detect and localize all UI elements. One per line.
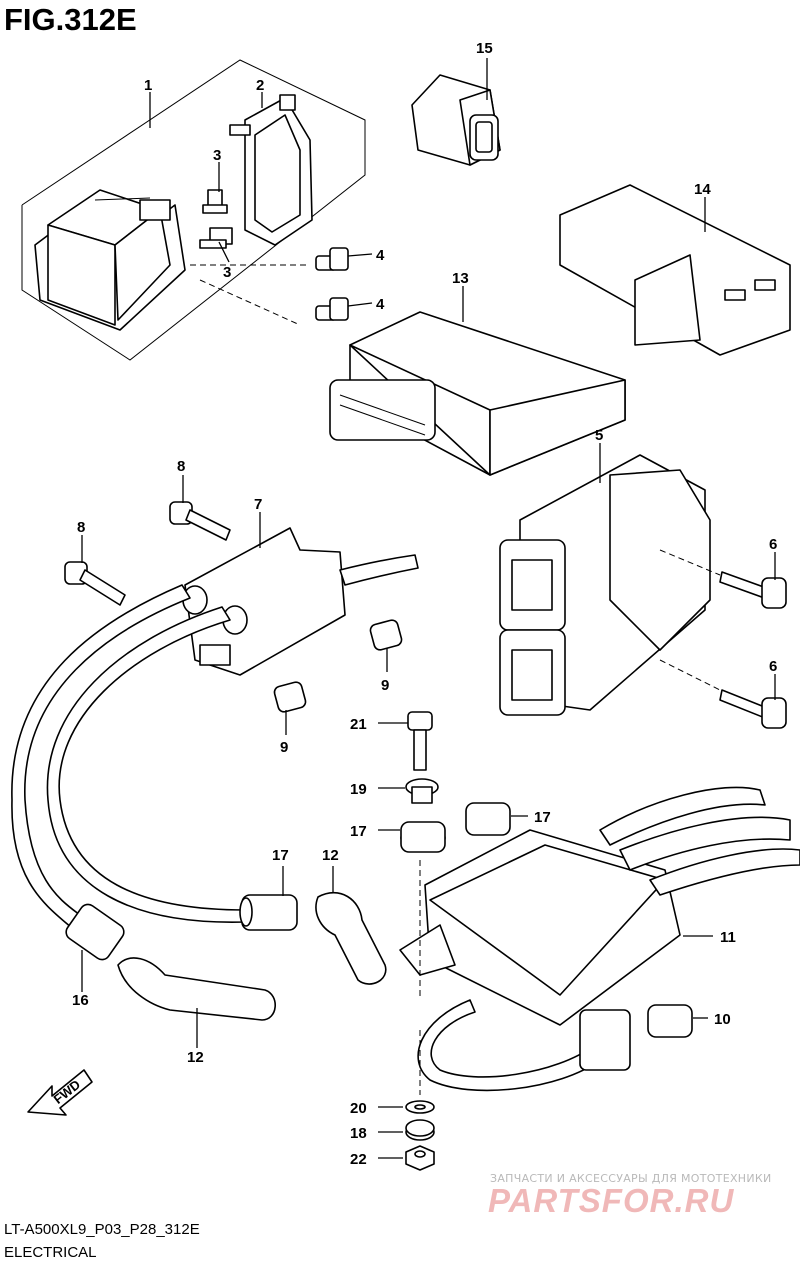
part-6-bolt-upper[interactable] <box>719 571 787 609</box>
part-22-nut[interactable] <box>405 1145 435 1171</box>
part-12-boot-left[interactable] <box>63 901 127 962</box>
callout-5: 5 <box>595 427 603 444</box>
section-label: ELECTRICAL <box>4 1244 97 1261</box>
callout-9: 9 <box>280 739 288 756</box>
callout-14: 14 <box>694 181 711 198</box>
part-17-grommet-upper[interactable] <box>400 821 446 853</box>
part-5-regulator[interactable] <box>499 454 711 716</box>
callout-7: 7 <box>254 496 262 513</box>
part-14-bracket[interactable] <box>559 184 791 356</box>
callout-6: 6 <box>769 658 777 675</box>
callout-2: 2 <box>256 77 264 94</box>
part-21-bolt[interactable] <box>407 711 433 771</box>
callout-17: 10 <box>714 1011 731 1028</box>
callout-3: 3 <box>213 147 221 164</box>
part-4-bolt-lower[interactable] <box>315 297 349 321</box>
part-2-cover[interactable] <box>229 94 313 246</box>
callout-9: 9 <box>381 677 389 694</box>
callout-12: 17 <box>272 847 289 864</box>
part-16-control-unit[interactable] <box>399 786 800 1092</box>
part-15-connector[interactable] <box>411 74 501 166</box>
part-12-boot-right[interactable] <box>239 894 298 931</box>
part-6-bolt-lower[interactable] <box>719 689 787 729</box>
part-3-fuse-lower[interactable] <box>199 227 233 249</box>
callout-8: 8 <box>77 519 85 536</box>
callout-3: 3 <box>223 264 231 281</box>
callout-17: 17 <box>534 809 551 826</box>
callout-17: 17 <box>350 823 367 840</box>
part-1-relay-box[interactable] <box>34 189 186 331</box>
part-18-washer[interactable] <box>405 1119 435 1141</box>
figure-title: FIG.312E <box>4 2 137 37</box>
part-13-ecm[interactable] <box>329 311 626 476</box>
watermark-logo: PARTSFOR.RU <box>488 1182 734 1219</box>
part-3-fuse-upper[interactable] <box>202 189 228 214</box>
callout-1: 1 <box>144 77 152 94</box>
part-20-washer[interactable] <box>405 1100 435 1114</box>
callout-4: 4 <box>376 247 385 264</box>
part-19-collar[interactable] <box>405 778 439 804</box>
callout-12: 16 <box>72 992 89 1009</box>
part-17-grommet-lower[interactable] <box>647 1004 693 1038</box>
figure-code: LT-A500XL9_P03_P28_312E <box>4 1221 200 1238</box>
callout-20: 20 <box>350 1100 367 1117</box>
fwd-arrow-icon: FWD <box>27 1069 93 1116</box>
callout-4: 4 <box>376 296 385 313</box>
callout-15: 15 <box>476 40 493 57</box>
watermark-tagline: ЗАПЧАСТИ И АКСЕССУАРЫ ДЛЯ МОТОТЕХНИКИ <box>490 1172 772 1185</box>
callout-11: 12 <box>322 847 339 864</box>
part-9-sleeve-right[interactable] <box>369 619 403 651</box>
callout-22: 22 <box>350 1151 367 1168</box>
callout-10: 12 <box>187 1049 204 1066</box>
callout-19: 19 <box>350 781 367 798</box>
part-9-sleeve-left[interactable] <box>273 681 307 713</box>
part-7-ignition-coil[interactable] <box>182 527 419 676</box>
leader-lines <box>81 58 776 1159</box>
part-17-grommet-right[interactable] <box>465 802 511 836</box>
part-8-bolt-upper[interactable] <box>169 501 231 541</box>
part-11-plug-cap[interactable] <box>315 891 387 985</box>
callout-6: 6 <box>769 536 777 553</box>
callout-18: 18 <box>350 1125 367 1142</box>
callout-13: 13 <box>452 270 469 287</box>
part-4-bolt-upper[interactable] <box>315 247 349 271</box>
callout-16: 11 <box>720 929 736 946</box>
callout-21: 21 <box>350 716 367 733</box>
part-10-plug-cap[interactable] <box>117 957 276 1021</box>
assembly-outline <box>21 59 366 361</box>
part-8-bolt-lower[interactable] <box>64 561 126 606</box>
callout-labels: 1 2 3 3 4 4 15 14 13 5 8 8 7 6 6 9 9 21 … <box>72 40 777 1168</box>
callout-8: 8 <box>177 458 185 475</box>
